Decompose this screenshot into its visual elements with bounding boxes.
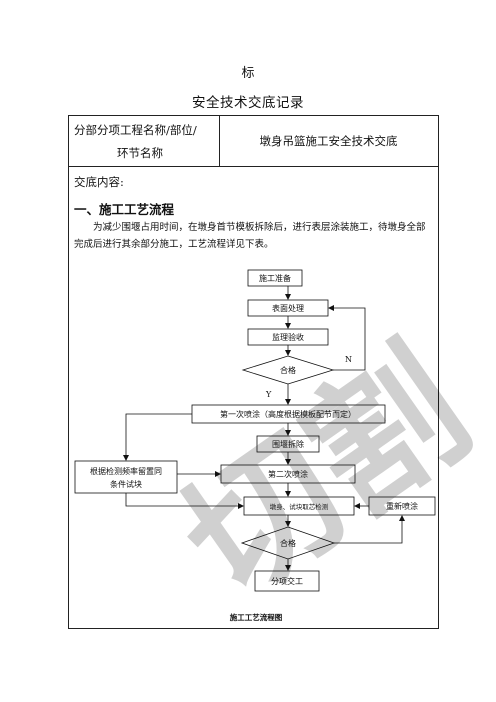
step-respray: 重新喷涂	[386, 501, 418, 511]
step-surface: 表面处理	[272, 303, 304, 313]
content-label: 交底内容:	[74, 175, 124, 189]
document-title: 安全技术交底记录	[192, 95, 304, 111]
step-sample-line1: 根据检测频率留置同	[90, 466, 162, 476]
flowchart-caption: 施工工艺流程图	[230, 612, 283, 622]
header-row: 分部分项工程名称/部位/ 环节名称 墩身吊篮施工安全技术交底	[69, 116, 438, 167]
step-qualified-2: 合格	[280, 538, 296, 548]
watermark-text: 切割	[153, 318, 496, 633]
step-core-test: 墩身、试块取芯检测	[270, 502, 329, 511]
step-qualified-1: 合格	[280, 365, 296, 375]
label-no: N	[345, 355, 352, 364]
step-inspect: 监理验收	[272, 332, 304, 342]
watermark: 切割	[153, 318, 496, 633]
step-handover: 分项交工	[271, 576, 303, 586]
section-title: 一、施工工艺流程	[74, 202, 175, 217]
intro-paragraph: 为减少围堰占用时间，在墩身首节模板拆除后，进行表层涂装施工，待墩身全部完成后进行…	[74, 222, 426, 250]
step-prep: 施工准备	[259, 273, 291, 283]
project-name-value: 墩身吊篮施工安全技术交底	[259, 134, 398, 148]
step-second-spray: 第二次喷涂	[268, 469, 308, 479]
step-first-spray: 第一次喷涂（高度根据模板配节而定）	[220, 409, 356, 419]
box-prep	[247, 269, 303, 287]
label-yes: Y	[265, 390, 272, 399]
box-handover	[254, 570, 320, 592]
step-sample-line2: 条件试块	[110, 479, 142, 489]
project-name-label-line2: 环节名称	[117, 146, 163, 160]
step-cofferdam: 围堰拆除	[272, 439, 304, 449]
record-table: 分部分项工程名称/部位/ 环节名称 墩身吊篮施工安全技术交底 交底内容: 一、施…	[68, 115, 439, 629]
project-name-label-cell: 分部分项工程名称/部位/ 环节名称	[69, 116, 220, 166]
project-name-label-line1: 分部分项工程名称/部位/	[74, 123, 197, 137]
top-character: 标	[241, 66, 255, 81]
